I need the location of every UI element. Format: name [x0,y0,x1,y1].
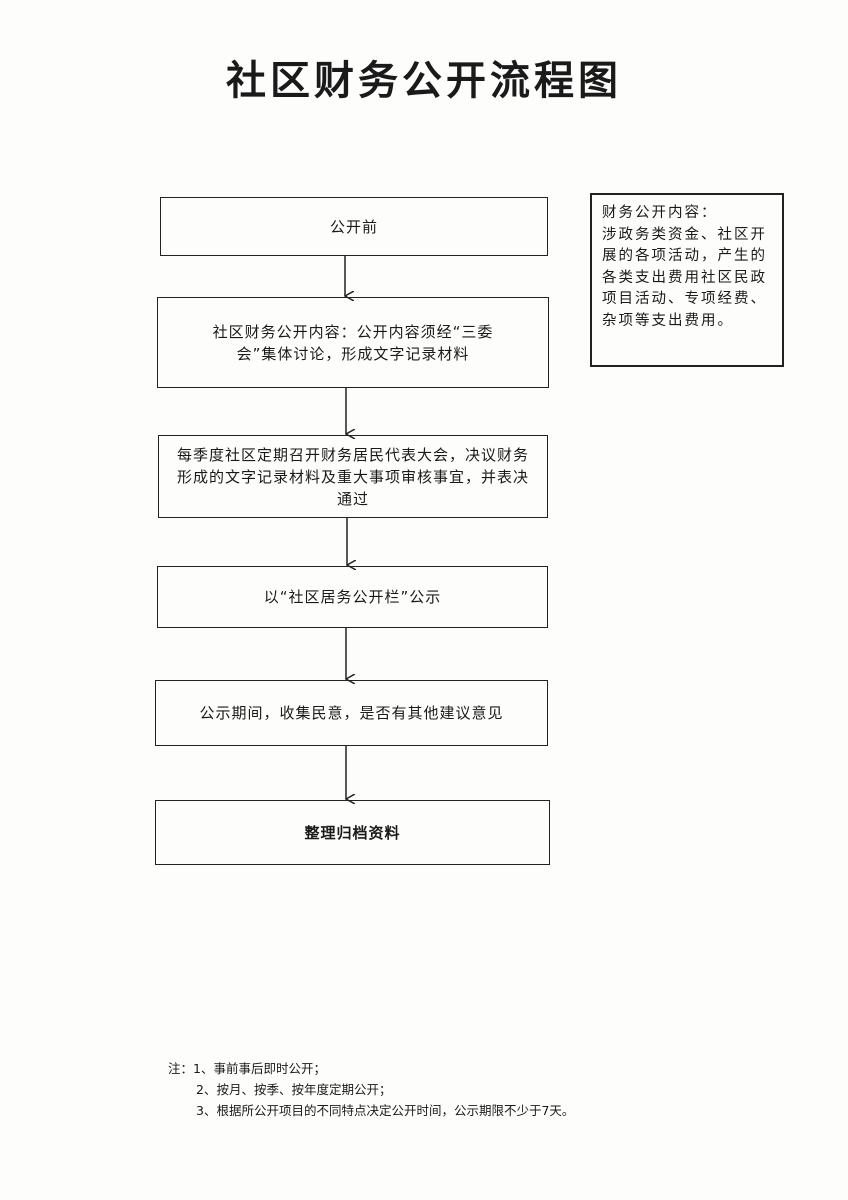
side-note-body: 涉政务类资金、社区开展的各项活动，产生的各类支出费用社区民政项目活动、专项经费、… [602,226,767,329]
notes-label: 注： [168,1061,194,1076]
step-representative-meeting: 每季度社区定期召开财务居民代表大会，决议财务形成的文字记录材料及重大事项审核事宜… [158,435,548,518]
step-text: 公开前 [329,217,378,236]
step-text: 每季度社区定期召开财务居民代表大会，决议财务形成的文字记录材料及重大事项审核事宜… [176,445,529,508]
note-item: 2、按月、按季、按年度定期公开； [196,1082,392,1097]
step-text: 社区财务公开内容：公开内容须经“三委会”集体讨论，形成文字记录材料 [212,322,494,363]
note-item: 3、根据所公开项目的不同特点决定公开时间，公示期限不少于7天。 [196,1103,575,1118]
disclosure-content-note: 财务公开内容： 涉政务类资金、社区开展的各项活动，产生的各类支出费用社区民政项目… [590,193,784,367]
page-title: 社区财务公开流程图 [226,58,622,104]
step-text: 以“社区居务公开栏”公示 [263,588,442,606]
side-note-heading: 财务公开内容： [602,205,718,221]
footnotes: 注：1、事前事后即时公开； 2、按月、按季、按年度定期公开； 3、根据所公开项目… [168,1058,574,1121]
step-text: 整理归档资料 [304,823,401,842]
step-before-disclosure: 公开前 [160,197,548,256]
note-item: 1、事前事后即时公开； [193,1061,326,1076]
step-text: 公示期间，收集民意，是否有其他建议意见 [199,704,504,722]
